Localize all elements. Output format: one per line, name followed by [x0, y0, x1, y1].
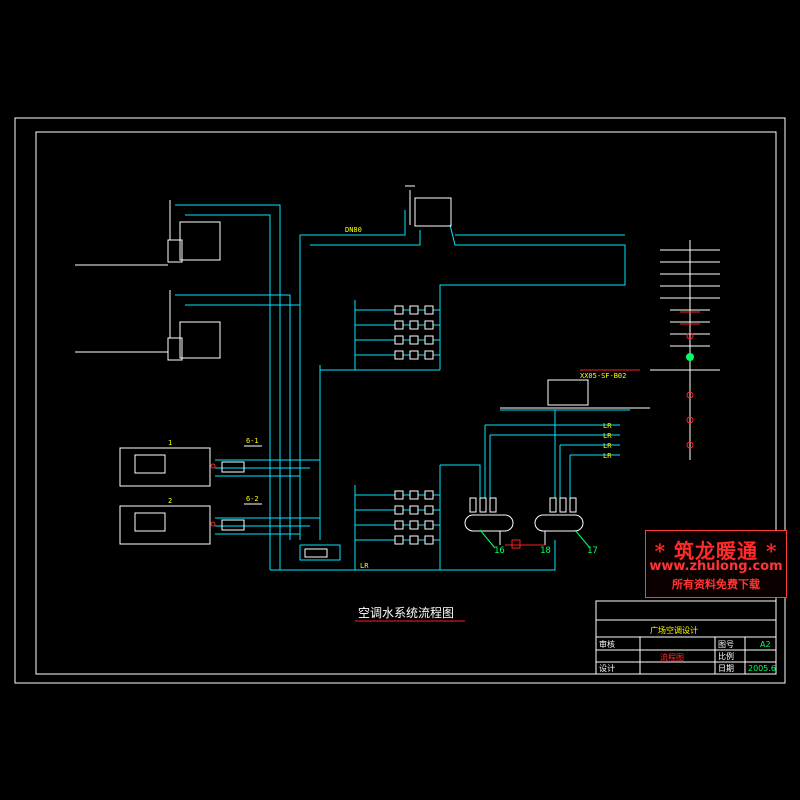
label-lr3: LR [603, 442, 612, 450]
tb-row1-label: 图号 [718, 640, 734, 649]
heat-exchanger-2 [179, 321, 221, 359]
tb-side2: 设计 [599, 663, 615, 673]
label-item16: 16 [494, 546, 505, 556]
watermark-stamp: * 筑龙暖通 * www.zhulong.com 所有资料免费下载 [645, 530, 787, 598]
tb-drawing-name: 流程图 [660, 652, 684, 662]
green-indicator [686, 353, 694, 361]
tb-row3-label: 日期 [718, 664, 734, 673]
outer-frame [14, 117, 786, 684]
pump-6-2 [221, 519, 245, 531]
tb-row1-value: A2 [760, 640, 771, 649]
label-item17: 17 [587, 546, 598, 556]
tb-side1: 审核 [599, 639, 615, 649]
title-block [595, 600, 777, 675]
watermark-title: * 筑龙暖通 * [654, 539, 778, 563]
tb-row2-label: 比例 [718, 651, 734, 661]
label-lr-bottom: LR [360, 562, 369, 570]
chiller-1 [119, 447, 211, 487]
watermark-url: www.zhulong.com [649, 559, 783, 574]
label-chiller1: 1 [168, 439, 172, 447]
item-numbers: 16 17 18 [494, 546, 598, 556]
manifold-valves [394, 305, 577, 545]
label-pump-6-1: 6-1 [246, 437, 259, 445]
label-lr4: LR [603, 452, 612, 460]
title-block-text: 广场空调设计 图号 A2 比例 日期 2005.6 流程图 审核 设计 [599, 625, 776, 673]
equipment [75, 185, 720, 558]
cooling-tower-right [547, 379, 589, 406]
schematic-labels: 1 2 6-1 6-2 LR LR LR LR LR DN80 XX05-SF-… [168, 226, 626, 570]
label-item18: 18 [540, 546, 551, 556]
label-lr1: LR [603, 422, 612, 430]
pump-6-1 [221, 461, 245, 473]
leader-lines [479, 529, 591, 549]
label-pump-6-2: 6-2 [246, 495, 259, 503]
cooling-tower-top [414, 197, 452, 227]
hx2-pump [167, 337, 183, 361]
water-separator-16 [464, 514, 514, 532]
label-lr2: LR [603, 432, 612, 440]
hx1-pump [167, 239, 183, 263]
inner-frame [35, 131, 777, 675]
chiller-2 [119, 505, 211, 545]
tb-row3-value: 2005.6 [748, 664, 776, 673]
watermark-subtitle: 所有资料免费下载 [672, 578, 760, 591]
label-chiller2: 2 [168, 497, 172, 505]
water-collector-17 [534, 514, 584, 532]
label-tower: XX05-SF-B02 [580, 372, 626, 380]
heat-exchanger-1 [179, 221, 221, 261]
label-dn: DN80 [345, 226, 362, 234]
drawing-title: 空调水系统流程图 [358, 605, 454, 620]
red-annotations [210, 311, 700, 622]
tb-project: 广场空调设计 [650, 625, 698, 635]
